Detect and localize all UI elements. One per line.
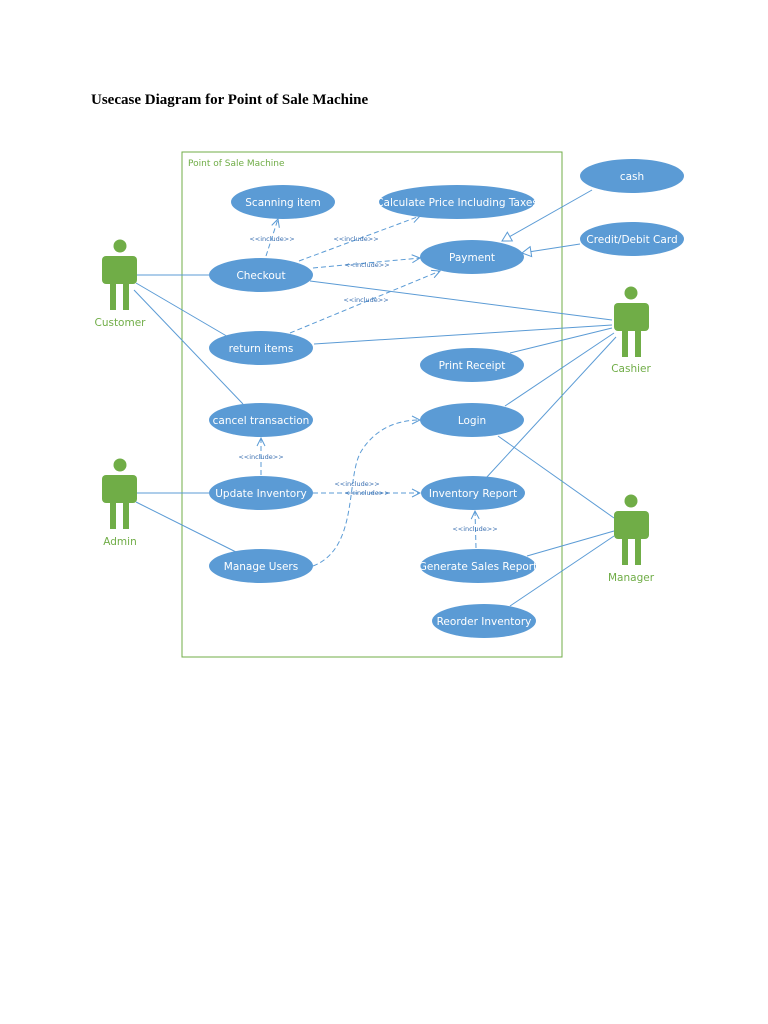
include-label: <<include>> bbox=[343, 296, 388, 304]
usecase-label: Scanning item bbox=[245, 197, 320, 209]
include-return-payment bbox=[289, 271, 440, 334]
assoc-inventory-report-cashier bbox=[485, 336, 617, 479]
include-label: <<include>> bbox=[333, 235, 378, 243]
person-icon bbox=[102, 239, 137, 310]
actor-label: Manager bbox=[608, 572, 655, 584]
include-label: <<include>> bbox=[334, 480, 379, 488]
include-checkout-scanning bbox=[265, 219, 278, 257]
usecase-credit-debit-card: Credit/Debit Card bbox=[580, 222, 684, 256]
usecase-login: Login bbox=[420, 403, 524, 437]
actor-label: Admin bbox=[103, 536, 136, 548]
assoc-reorder-inventory-manager bbox=[509, 535, 615, 607]
usecase-update-inventory: Update Inventory bbox=[209, 476, 313, 510]
include-generate-report-inventory-report bbox=[475, 511, 476, 549]
usecase-manage-users: Manage Users bbox=[209, 549, 313, 583]
usecase-label: cash bbox=[620, 171, 644, 183]
usecase-label: Checkout bbox=[236, 270, 285, 282]
usecase-scanning-item: Scanning item bbox=[231, 185, 335, 219]
usecase-return-items: return items bbox=[209, 331, 313, 365]
actor-manager: Manager bbox=[608, 494, 655, 584]
usecase-label: return items bbox=[229, 343, 294, 355]
actor-label: Customer bbox=[94, 317, 146, 329]
include-label: <<include>> bbox=[344, 261, 389, 269]
usecase-label: Inventory Report bbox=[429, 488, 517, 500]
person-icon bbox=[102, 458, 137, 529]
system-boundary-label: Point of Sale Machine bbox=[188, 159, 285, 169]
usecase-print-receipt: Print Receipt bbox=[420, 348, 524, 382]
include-label: <<include>> bbox=[249, 235, 294, 243]
assoc-login-manager bbox=[497, 435, 615, 519]
include-label: <<include>> bbox=[238, 453, 283, 461]
usecase-label: Generate Sales Report bbox=[419, 561, 537, 573]
usecase-inventory-report: Inventory Report bbox=[421, 476, 525, 510]
usecase-payment: Payment bbox=[420, 240, 524, 274]
assoc-generate-sales-report-manager bbox=[526, 530, 615, 557]
assoc-admin-manage-users bbox=[135, 501, 237, 553]
generalization-card-payment bbox=[520, 243, 581, 258]
include-manage-users-login bbox=[312, 420, 420, 567]
actor-admin: Admin bbox=[102, 458, 137, 548]
usecase-checkout: Checkout bbox=[209, 258, 313, 292]
assoc-checkout-cashier bbox=[309, 280, 613, 321]
include-checkout-payment bbox=[312, 258, 420, 269]
usecase-label: Reorder Inventory bbox=[437, 616, 532, 628]
actor-label: Cashier bbox=[611, 363, 651, 375]
system-boundary bbox=[181, 151, 563, 658]
document-title: Usecase Diagram for Point of Sale Machin… bbox=[91, 92, 369, 108]
usecase-label: Login bbox=[458, 415, 486, 427]
usecase-label: Print Receipt bbox=[439, 360, 506, 372]
assoc-return-items-cashier bbox=[313, 324, 613, 345]
person-icon bbox=[614, 494, 649, 565]
actor-cashier: Cashier bbox=[611, 286, 651, 375]
assoc-customer-cancel-transaction bbox=[133, 289, 244, 405]
usecase-label: Calculate Price Including Taxes bbox=[376, 197, 538, 209]
usecase-generate-sales-report: Generate Sales Report bbox=[419, 549, 537, 583]
usecase-label: Update Inventory bbox=[215, 488, 307, 500]
usecase-reorder-inventory: Reorder Inventory bbox=[432, 604, 536, 638]
include-label: <<include>> bbox=[452, 525, 497, 533]
usecase-label: Credit/Debit Card bbox=[586, 234, 677, 246]
generalization-cash-payment bbox=[501, 189, 593, 242]
assoc-print-receipt-cashier bbox=[509, 327, 613, 354]
usecase-label: cancel transaction bbox=[213, 415, 310, 427]
assoc-login-cashier bbox=[504, 332, 615, 407]
usecase-calculate-price: Calculate Price Including Taxes bbox=[376, 185, 538, 219]
usecase-label: Payment bbox=[449, 252, 495, 264]
include-label: <<include>> bbox=[344, 489, 389, 497]
include-checkout-calculate bbox=[298, 216, 420, 262]
usecase-label: Manage Users bbox=[224, 561, 298, 573]
usecase-cash: cash bbox=[580, 159, 684, 193]
usecase-cancel-transaction: cancel transaction bbox=[209, 403, 313, 437]
assoc-customer-return-items bbox=[135, 282, 231, 339]
person-icon bbox=[614, 286, 649, 357]
actor-customer: Customer bbox=[94, 239, 146, 329]
